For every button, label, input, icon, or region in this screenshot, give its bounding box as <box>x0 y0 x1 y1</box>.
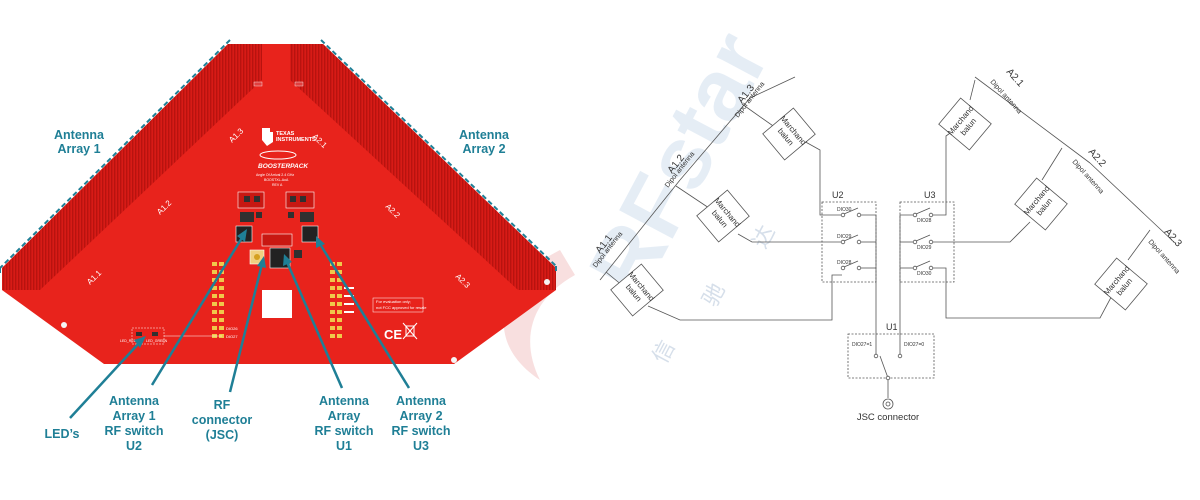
antenna-array-1-label-line-2: Array 1 <box>57 142 100 156</box>
u2-pin-2: DIO29 <box>837 234 852 240</box>
u3-switch-symbols <box>912 207 934 271</box>
antenna-array-2-label-line-2: Array 2 <box>462 142 505 156</box>
array-1-outline-a <box>0 39 231 269</box>
component <box>253 81 263 87</box>
weee-bin-icon <box>402 322 418 340</box>
antenna-array-1-traces <box>2 44 262 290</box>
u3-pin-3: DIO30 <box>917 271 932 277</box>
callout-u1-line-2: Array <box>328 409 361 423</box>
ti-logo-icon <box>262 128 273 146</box>
callout-u3-line-3: RF switch <box>391 424 450 438</box>
array-2-outline-a <box>320 39 557 267</box>
watermark: RFstar 信 驰 达 <box>503 16 788 380</box>
callout-u2-line-4: U2 <box>126 439 142 453</box>
balun-a21: Marchand balun <box>938 97 992 151</box>
balun-a12: Marchand balun <box>696 189 750 243</box>
led-red <box>136 332 142 336</box>
boosterpack-logo-icon <box>259 150 297 160</box>
board-label-dio27: DIO27 <box>226 334 238 339</box>
callout-leds: LED’s <box>45 427 80 441</box>
balun-a23: Marchand balun <box>1094 257 1148 311</box>
u1-name: U1 <box>886 322 898 332</box>
callout-u1-line-4: U1 <box>336 439 352 453</box>
callout-u2-line-1: Antenna <box>109 394 160 408</box>
eval-note-1: For evaluation only; <box>376 299 411 304</box>
callout-u2-line-3: RF switch <box>104 424 163 438</box>
antenna-array-2-label-line-1: Antenna <box>459 128 510 142</box>
mount-hole <box>451 357 457 363</box>
ti-brand-line-2: INSTRUMENTS <box>276 137 316 143</box>
product-sub-2: BOOSTXL-AoA <box>264 178 289 182</box>
mount-hole <box>544 279 550 285</box>
callout-u3-line-2: Array 2 <box>399 409 442 423</box>
callout-arrows <box>69 229 411 419</box>
product-sub-1: Angle Of Arrival 2.4 GHz <box>256 173 294 177</box>
ce-mark: CE <box>384 327 402 342</box>
ant-label-a23: A2.3 <box>1162 227 1184 250</box>
callout-jsc-line-1: RF <box>214 398 231 412</box>
component <box>294 81 304 87</box>
u3-pin-1: DIO28 <box>917 218 932 224</box>
u1-switch-contacts <box>873 353 903 381</box>
board-label-led-green: LED_GREEN <box>146 339 168 343</box>
white-pad <box>262 290 292 318</box>
callout-u1-line-3: RF switch <box>314 424 373 438</box>
header-pins-right <box>330 262 342 338</box>
pcb-switch-u3 <box>285 191 319 243</box>
balun-a22: Marchand balun <box>1014 177 1068 231</box>
u2-pin-3: DIO28 <box>837 260 852 266</box>
ti-brand-line-1: TEXAS <box>276 131 295 137</box>
silk-dio-labels <box>344 287 354 313</box>
ant-label-a21: A2.1 <box>1004 67 1026 90</box>
u2-box <box>821 201 877 283</box>
mount-hole <box>61 322 67 328</box>
product-sub-3: REV A <box>272 183 283 187</box>
u1-box <box>847 333 935 379</box>
jsc-connector-label: JSC connector <box>857 412 919 423</box>
u1-pin-right: DIO27=0 <box>904 342 924 348</box>
u2-pin-1: DIO30 <box>837 207 852 213</box>
u3-box <box>899 201 955 283</box>
u3-pin-2: DIO29 <box>917 245 932 251</box>
eval-note-2: not FCC approved for resale <box>376 305 427 310</box>
eval-note-box <box>372 297 424 313</box>
pcb-jsc-center <box>254 254 260 260</box>
ant-label-a22: A2.2 <box>1086 147 1108 170</box>
callout-u3-line-1: Antenna <box>396 394 447 408</box>
watermark-cjk-2: 驰 <box>698 280 730 311</box>
led-green <box>152 332 158 336</box>
watermark-cjk-1: 信 <box>648 337 680 368</box>
board-label-led-red: LED_RED <box>120 339 137 343</box>
watermark-cjk-3: 达 <box>748 222 780 253</box>
u2-name: U2 <box>832 190 844 200</box>
balun-a13: Marchand balun <box>762 107 816 161</box>
antenna-array-1-label-line-1: Antenna <box>54 128 105 142</box>
product-name: BOOSTERPACK <box>258 163 309 170</box>
pcb-board: A1.1 A1.2 A1.3 A2.1 A2.2 A2.3 TEXAS INST… <box>0 39 557 364</box>
board-label-dio26: DIO26 <box>226 326 238 331</box>
callout-u3-line-4: U3 <box>413 439 429 453</box>
callout-jsc-line-2: connector <box>192 413 253 427</box>
balun-a11: Marchand balun <box>610 263 664 317</box>
pcb-substrate <box>2 44 556 364</box>
callout-u2-line-2: Array 1 <box>112 409 155 423</box>
callout-jsc-line-3: (JSC) <box>206 428 239 442</box>
antenna-array-2-traces <box>290 44 556 290</box>
callout-u1-line-1: Antenna <box>319 394 370 408</box>
u1-pin-left: DIO27=1 <box>852 342 872 348</box>
u3-name: U3 <box>924 190 936 200</box>
u2-switch-symbols <box>840 207 862 271</box>
